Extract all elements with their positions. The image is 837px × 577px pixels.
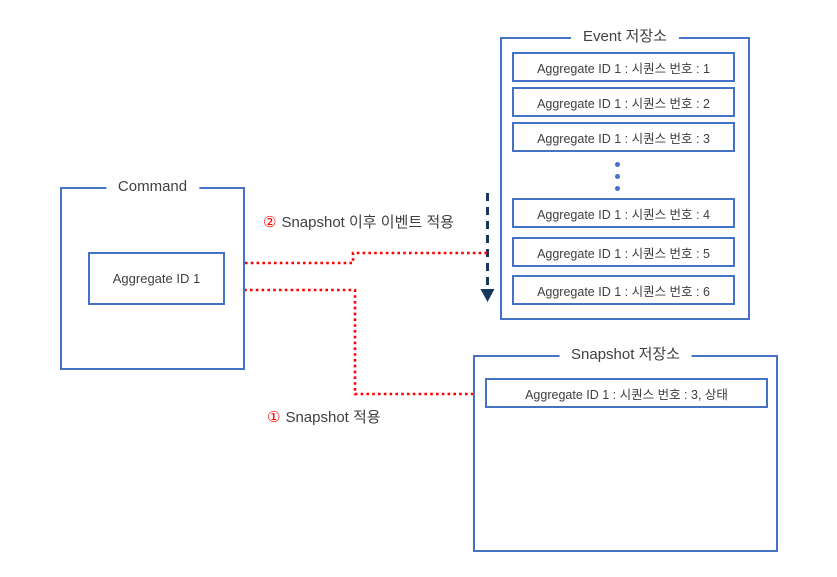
snapshot-row-label: Aggregate ID 1 : 시퀀스 번호 : 3, 상태 bbox=[525, 387, 728, 402]
event-row-1: Aggregate ID 1 : 시퀀스 번호 : 1 bbox=[512, 52, 735, 82]
command-title: Command bbox=[105, 177, 200, 197]
step2-text: Snapshot 이후 이벤트 적용 bbox=[281, 214, 454, 231]
aggregate-label: Aggregate ID 1 bbox=[112, 271, 201, 286]
event-row-5: Aggregate ID 1 : 시퀀스 번호 : 5 bbox=[512, 237, 735, 267]
event-row-2-label: Aggregate ID 1 : 시퀀스 번호 : 2 bbox=[537, 96, 710, 111]
event-row-4: Aggregate ID 1 : 시퀀스 번호 : 4 bbox=[512, 198, 735, 228]
event-row-6: Aggregate ID 1 : 시퀀스 번호 : 6 bbox=[512, 275, 735, 305]
vertical-ellipsis-icon bbox=[615, 162, 620, 191]
event-row-3: Aggregate ID 1 : 시퀀스 번호 : 3 bbox=[512, 122, 735, 152]
event-range-arrowhead-icon bbox=[480, 289, 495, 302]
apply-events-arrow bbox=[240, 251, 487, 265]
apply-snapshot-arrow bbox=[240, 288, 485, 396]
snapshot-store-box: Snapshot 저장소 Aggregate ID 1 : 시퀀스 번호 : 3… bbox=[473, 345, 778, 552]
aggregate-node: Aggregate ID 1 bbox=[88, 252, 225, 305]
event-row-6-label: Aggregate ID 1 : 시퀀스 번호 : 6 bbox=[537, 284, 710, 299]
event-row-2: Aggregate ID 1 : 시퀀스 번호 : 2 bbox=[512, 87, 735, 117]
command-box: Command Aggregate ID 1 bbox=[60, 177, 245, 370]
event-row-3-label: Aggregate ID 1 : 시퀀스 번호 : 3 bbox=[537, 131, 710, 146]
event-store-box: Event 저장소 Aggregate ID 1 : 시퀀스 번호 : 1 Ag… bbox=[500, 27, 750, 320]
snapshot-row: Aggregate ID 1 : 시퀀스 번호 : 3, 상태 bbox=[485, 378, 768, 408]
event-row-1-label: Aggregate ID 1 : 시퀀스 번호 : 1 bbox=[537, 61, 710, 76]
snapshot-store-title: Snapshot 저장소 bbox=[559, 345, 692, 365]
step1-number-badge: ① bbox=[267, 409, 281, 426]
event-row-4-label: Aggregate ID 1 : 시퀀스 번호 : 4 bbox=[537, 207, 710, 222]
step2-number-badge: ② bbox=[263, 214, 277, 231]
step1-text: Snapshot 적용 bbox=[285, 409, 381, 426]
event-row-5-label: Aggregate ID 1 : 시퀀스 번호 : 5 bbox=[537, 246, 710, 261]
event-store-title: Event 저장소 bbox=[571, 27, 679, 47]
